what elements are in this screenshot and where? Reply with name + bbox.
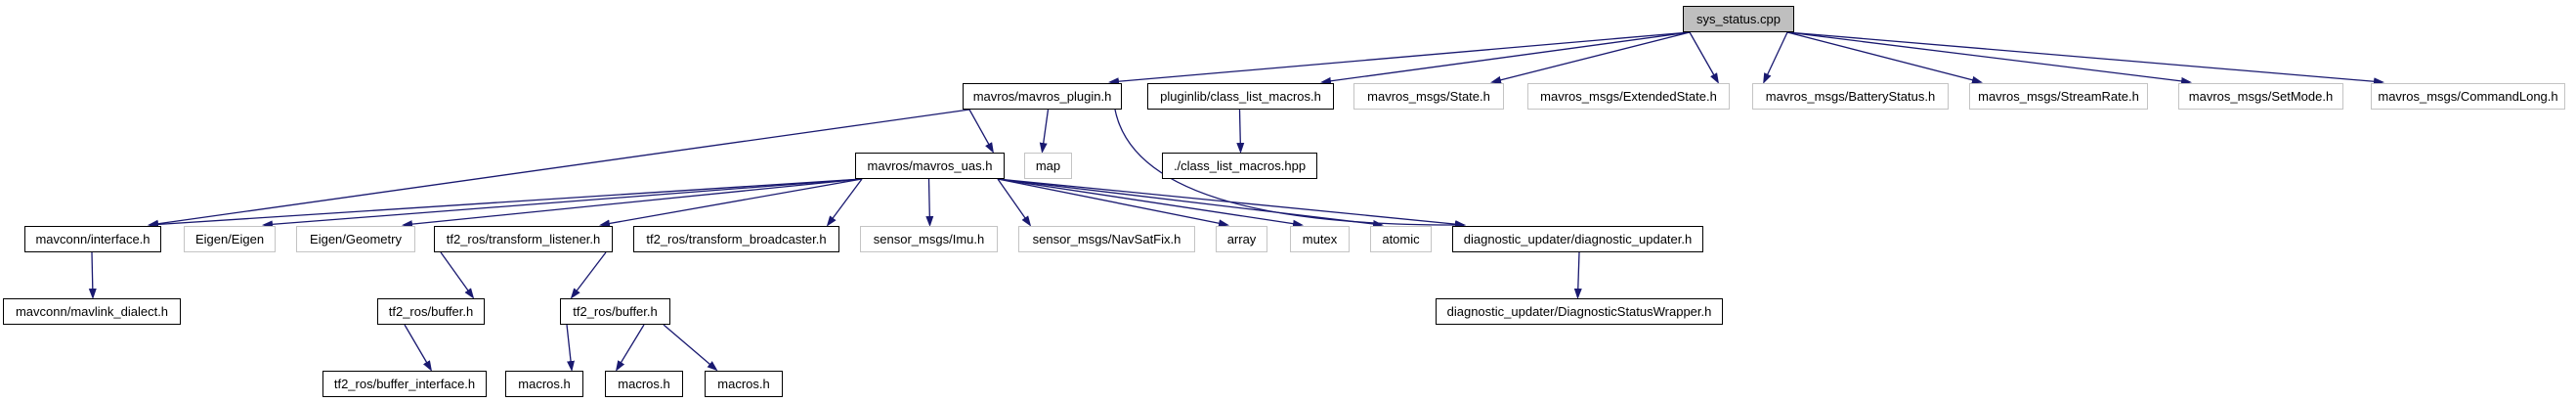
graph-node-macros3[interactable]: macros.h bbox=[705, 371, 783, 397]
graph-node-map: map bbox=[1024, 153, 1072, 179]
graph-edge-uas-to-diag-updater bbox=[997, 178, 1466, 229]
graph-edge-buffer1-to-buffer-interface bbox=[404, 324, 433, 372]
graph-node-streamrate: mavros_msgs/StreamRate.h bbox=[1969, 83, 2148, 110]
graph-edge-listener-to-buffer1 bbox=[440, 251, 475, 299]
graph-edge-pluginlib-to-clm-hpp bbox=[1236, 109, 1245, 154]
graph-node-array: array bbox=[1216, 226, 1267, 252]
graph-edge-plugin-to-map bbox=[1039, 109, 1050, 154]
graph-node-battery: mavros_msgs/BatteryStatus.h bbox=[1752, 83, 1949, 110]
graph-node-broadcaster[interactable]: tf2_ros/transform_broadcaster.h bbox=[633, 226, 839, 252]
graph-edge-plugin-to-uas bbox=[968, 109, 994, 154]
graph-node-atomic: atomic bbox=[1370, 226, 1432, 252]
graph-edge-uas-to-array bbox=[997, 178, 1229, 228]
graph-node-macros2[interactable]: macros.h bbox=[605, 371, 683, 397]
graph-node-cmdlong: mavros_msgs/CommandLong.h bbox=[2371, 83, 2565, 110]
graph-edge-buffer2-to-macros2 bbox=[615, 324, 645, 372]
graph-node-setmode: mavros_msgs/SetMode.h bbox=[2178, 83, 2343, 110]
graph-node-mutex: mutex bbox=[1290, 226, 1350, 252]
graph-node-buffer1[interactable]: tf2_ros/buffer.h bbox=[377, 298, 485, 325]
graph-node-interface[interactable]: mavconn/interface.h bbox=[24, 226, 161, 252]
graph-node-pluginlib[interactable]: pluginlib/class_list_macros.h bbox=[1147, 83, 1334, 110]
graph-edge-root-to-pluginlib bbox=[1320, 31, 1691, 85]
graph-node-buffer2[interactable]: tf2_ros/buffer.h bbox=[560, 298, 670, 325]
graph-node-uas[interactable]: mavros/mavros_uas.h bbox=[855, 153, 1005, 179]
graph-edge-listener-to-buffer2 bbox=[570, 251, 607, 299]
graph-edge-buffer2-to-macros1 bbox=[566, 324, 576, 372]
graph-edge-root-to-state bbox=[1490, 31, 1691, 84]
graph-node-eigen: Eigen/Eigen bbox=[184, 226, 276, 252]
graph-edge-uas-to-navsatfix bbox=[997, 178, 1032, 227]
graph-edge-uas-to-eigen-geometry bbox=[402, 178, 863, 229]
graph-edge-root-to-plugin bbox=[1108, 31, 1691, 86]
graph-node-eigen-geometry: Eigen/Geometry bbox=[296, 226, 415, 252]
graph-edge-interface-to-mavlink-dialect bbox=[88, 251, 97, 299]
graph-edge-root-to-battery bbox=[1763, 31, 1788, 84]
graph-edge-uas-to-broadcaster bbox=[826, 178, 863, 227]
graph-node-diag-status-wrapper[interactable]: diagnostic_updater/DiagnosticStatusWrapp… bbox=[1436, 298, 1723, 325]
graph-node-imu: sensor_msgs/Imu.h bbox=[860, 226, 998, 252]
graph-node-buffer-interface[interactable]: tf2_ros/buffer_interface.h bbox=[322, 371, 487, 397]
graph-edge-root-to-cmdlong bbox=[1786, 31, 2384, 86]
graph-node-plugin[interactable]: mavros/mavros_plugin.h bbox=[963, 83, 1122, 110]
graph-node-state: mavros_msgs/State.h bbox=[1353, 83, 1504, 110]
graph-node-mavlink-dialect[interactable]: mavconn/mavlink_dialect.h bbox=[3, 298, 181, 325]
graph-edge-buffer2-to-macros3 bbox=[663, 324, 718, 372]
graph-edge-uas-to-imu bbox=[925, 178, 934, 227]
graph-edge-root-to-setmode bbox=[1786, 31, 2192, 85]
graph-edge-uas-to-eigen bbox=[262, 178, 863, 229]
graph-edge-uas-to-listener bbox=[599, 178, 863, 228]
graph-edge-uas-to-atomic bbox=[997, 178, 1384, 228]
graph-node-root: sys_status.cpp bbox=[1683, 6, 1794, 32]
graph-node-macros1[interactable]: macros.h bbox=[505, 371, 583, 397]
graph-edge-root-to-streamrate bbox=[1786, 31, 1983, 84]
graph-node-diag-updater[interactable]: diagnostic_updater/diagnostic_updater.h bbox=[1452, 226, 1703, 252]
graph-node-navsatfix: sensor_msgs/NavSatFix.h bbox=[1018, 226, 1195, 252]
graph-node-clm-hpp[interactable]: ./class_list_macros.hpp bbox=[1162, 153, 1317, 179]
graph-edge-plugin-to-interface bbox=[148, 109, 970, 228]
graph-edge-uas-to-interface bbox=[148, 178, 863, 229]
graph-node-listener[interactable]: tf2_ros/transform_listener.h bbox=[434, 226, 613, 252]
graph-node-extstate: mavros_msgs/ExtendedState.h bbox=[1527, 83, 1730, 110]
graph-edge-uas-to-mutex bbox=[997, 178, 1304, 228]
graph-edge-diag-updater-to-diag-status-wrapper bbox=[1573, 251, 1582, 299]
graph-edge-root-to-extstate bbox=[1689, 31, 1719, 84]
